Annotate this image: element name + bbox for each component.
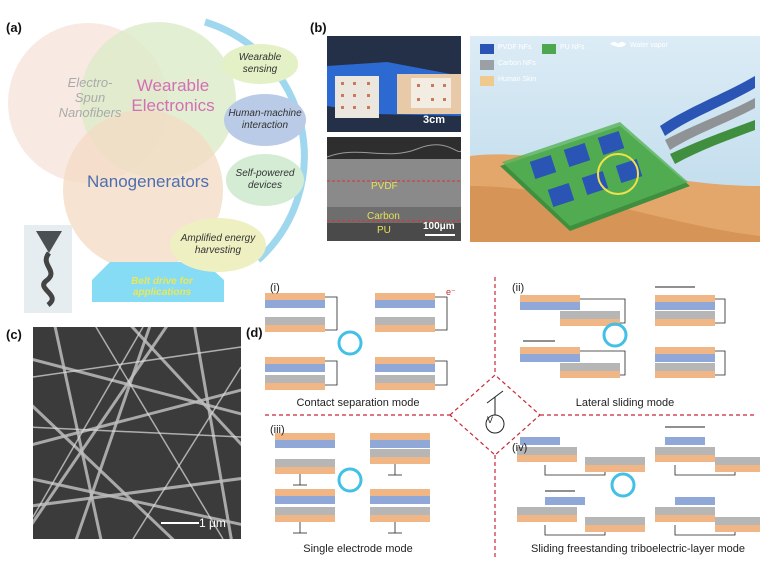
- venn-diagram: [8, 18, 308, 302]
- panel-label-d: (d): [246, 325, 263, 340]
- legend-pu: PU NFs: [560, 44, 585, 51]
- legend-water: Water vapor: [630, 42, 668, 49]
- mode-i-number: (i): [270, 282, 280, 294]
- legend-pvdf: PVDF NFs: [498, 44, 532, 51]
- sem-scale-1um: 1 μm: [199, 516, 226, 530]
- electron-label: e⁻: [446, 287, 456, 297]
- fiber-sample-photo: [24, 225, 72, 313]
- sem-scale-label: 100μm: [423, 221, 455, 232]
- sem-layer-pu: PU: [377, 225, 391, 236]
- panel-label-a: (a): [6, 20, 22, 35]
- electrospun-label: Electro-Spun Nanofibers: [58, 75, 122, 120]
- caption-contact-separation: Contact separation mode: [296, 397, 420, 409]
- caption-lateral-sliding: Lateral sliding mode: [575, 397, 675, 409]
- belt-drive-arrow: [92, 262, 224, 302]
- teng-modes-diagram: [265, 277, 760, 560]
- wearable-schematic: PVDF NFs PU NFs Water vapor Carbon NFs H…: [470, 36, 760, 242]
- nanofiber-sem: 1 μm: [33, 327, 241, 539]
- wrist-photo: 3cm: [327, 36, 461, 132]
- nanogenerators-label: Nanogenerators: [87, 172, 209, 191]
- voltmeter-label: V: [487, 415, 494, 425]
- sem-cross-section: PVDF Carbon PU 100μm: [327, 137, 461, 241]
- legend-carbon: Carbon NFs: [498, 60, 536, 67]
- sem-layer-carbon: Carbon: [367, 211, 400, 222]
- mode-iv-number: (iv): [512, 442, 528, 454]
- sem-layer-pvdf: PVDF: [371, 181, 398, 192]
- mode-ii-number: (ii): [512, 282, 525, 294]
- app-energy-harvesting: Amplified energy harvesting: [170, 218, 266, 272]
- app-self-powered: Self-powered devices: [226, 154, 304, 206]
- panel-label-c: (c): [6, 327, 22, 342]
- app-human-machine: Human-machine interaction: [224, 94, 306, 146]
- belt-label: Belt drive for applications: [131, 276, 193, 298]
- caption-single-electrode: Single electrode mode: [303, 543, 413, 555]
- photo-scale-label: 3cm: [423, 114, 446, 126]
- wearable-label: Wearable Electronics: [131, 76, 215, 115]
- panel-label-b: (b): [310, 20, 327, 35]
- caption-sliding-freestanding: Sliding freestanding triboelectric-layer…: [531, 543, 745, 555]
- mode-iii-number: (iii): [270, 424, 285, 436]
- legend-skin: Human Skin: [498, 76, 537, 83]
- app-wearable-sensing: Wearable sensing: [222, 44, 298, 84]
